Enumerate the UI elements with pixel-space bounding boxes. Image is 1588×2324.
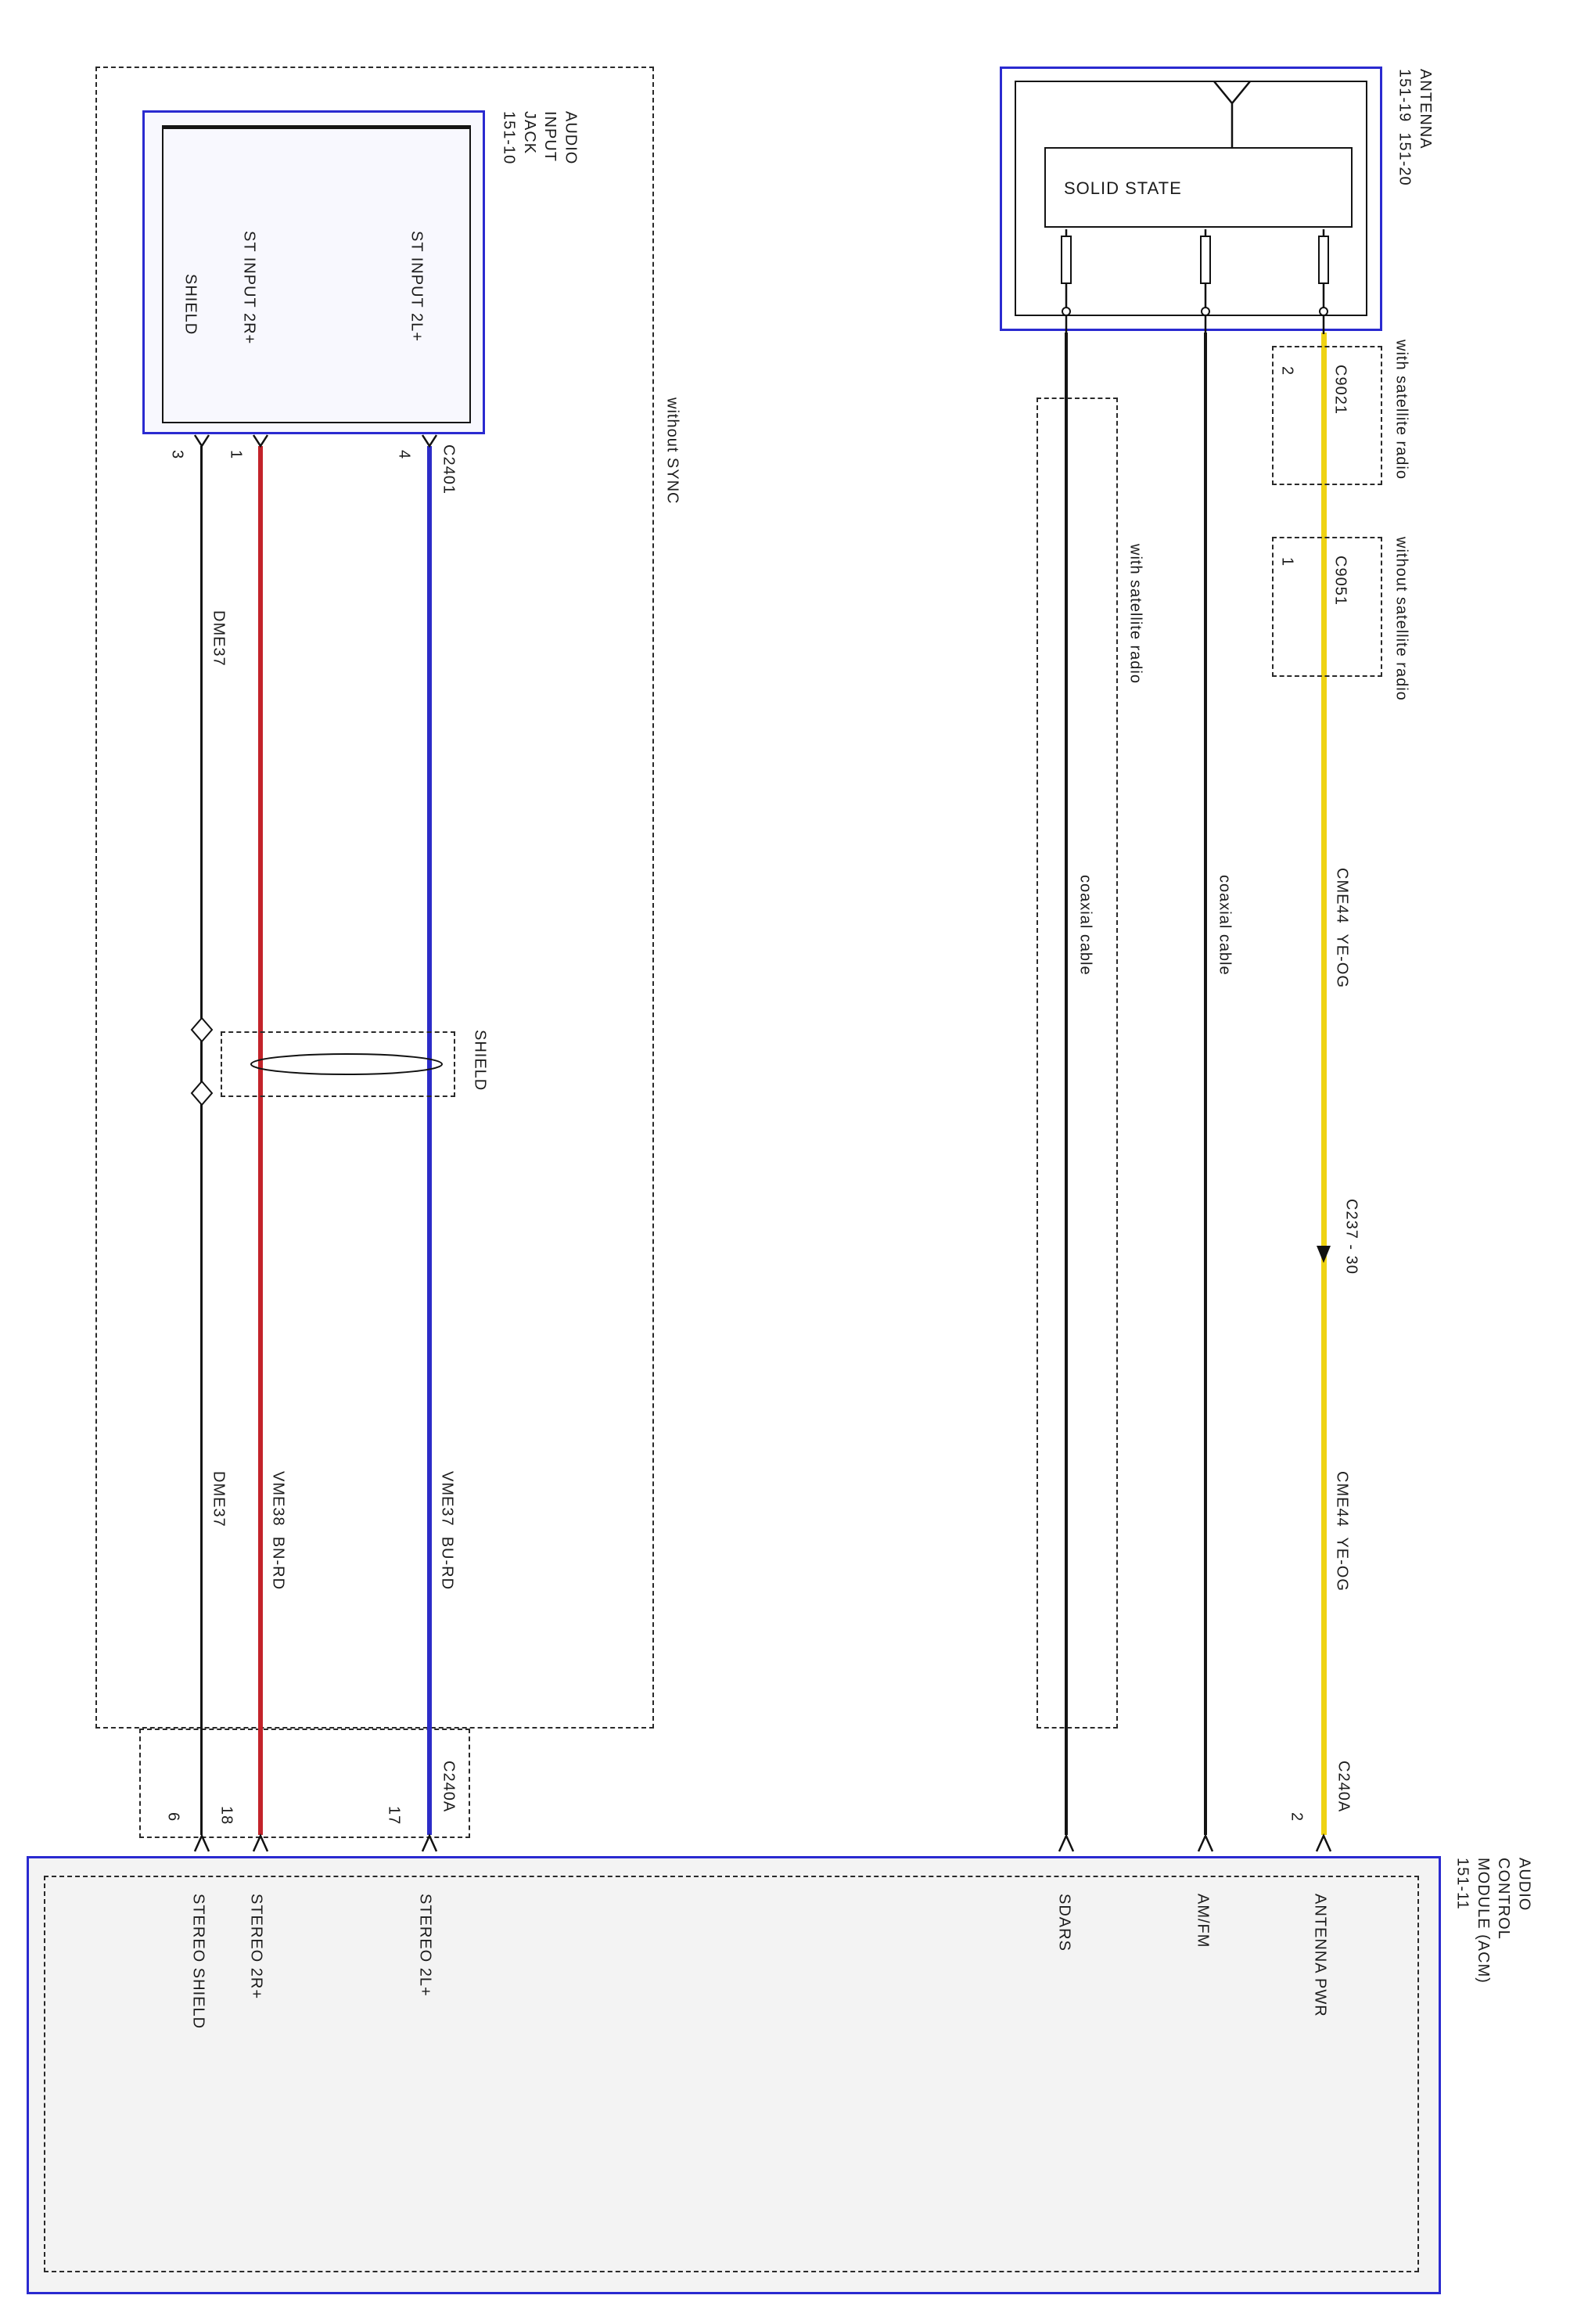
shield-dashed-box [221,1031,455,1097]
circuit-label-dme37-upper: DME37 [210,610,228,667]
wire-amfm-coax [1204,333,1207,1835]
wire-stereo-2r-vme38 [258,446,263,1835]
acm-pin-number-6: 6 [164,1812,182,1822]
jack-pin-label-st-input-2r: ST INPUT 2R+ [240,231,258,345]
without-sync-dashed-extension [139,1729,470,1838]
connector-c9021-label: C9021 [1331,365,1349,415]
without-sync-dashed-box [95,67,654,1729]
jack-pin-number-1: 1 [227,450,245,460]
circuit-label-dme37-lower: DME37 [210,1471,228,1527]
c9051-note-label: without satellite radio [1392,537,1410,701]
acm-inner-dashed-box [44,1876,1419,2272]
with-satellite-radio-label: with satellite radio [1126,544,1144,684]
solid-state-label: SOLID STATE [1064,178,1182,198]
connector-c9051-dashed-box [1272,537,1382,677]
c9051-pin-number: 1 [1278,557,1296,567]
audio-input-jack-inner-box [162,125,471,423]
acm-pin-label-stereo-shield: STEREO SHIELD [189,1894,207,2030]
antenna-inner-box [1015,81,1367,316]
shield-symbol-label: SHIELD [471,1030,489,1092]
jack-pin-number-4: 4 [395,450,413,460]
connector-c240a-left-label: C240A [440,1761,458,1813]
acm-pin-label-stereo-2l: STEREO 2L+ [416,1894,434,1997]
connector-chevron-icon [1315,1833,1332,1852]
acm-title: AUDIO CONTROL MODULE (ACM) 151-11 [1453,1858,1533,1984]
circuit-label-cme44-lower: CME44 YE-OG [1333,1471,1351,1592]
circuit-label-vme37-bu-rd: VME37 BU-RD [438,1471,456,1591]
acm-pin-label-stereo-2r: STEREO 2R+ [247,1894,265,2000]
connector-c9021-dashed-box [1272,346,1382,485]
antenna-title: ANTENNA 151-19 151-20 [1396,69,1434,186]
wire-antenna-pwr-cme44 [1321,333,1327,1835]
connector-c9051-label: C9051 [1331,556,1349,606]
connector-chevron-icon [193,1833,210,1852]
acm-pin-label-antenna-pwr: ANTENNA PWR [1311,1894,1329,2017]
jack-pin-label-st-input-2l: ST INPUT 2L+ [408,231,426,342]
connector-chevron-icon [252,1833,269,1852]
jack-pin-number-3: 3 [168,450,186,460]
coaxial-cable-label-sdars: coaxial cable [1076,875,1094,976]
connector-c237-label: C237 - 30 [1342,1199,1360,1275]
wire-shield-dme37 [200,446,203,1835]
circuit-label-vme38-bn-rd: VME38 BN-RD [269,1471,287,1591]
acm-pin-number-2: 2 [1288,1812,1306,1822]
connector-chevron-icon [421,1833,438,1852]
wire-sdars-coax [1065,333,1068,1835]
acm-box [27,1856,1441,2294]
jack-pin-label-shield: SHIELD [181,274,199,336]
with-satellite-radio-dashed-box [1037,398,1118,1729]
coaxial-cable-label-amfm: coaxial cable [1216,875,1234,976]
without-sync-label: without SYNC [663,398,681,505]
acm-pin-label-amfm: AM/FM [1194,1894,1212,1948]
c9021-pin-number: 2 [1278,366,1296,376]
circuit-label-cme44-upper: CME44 YE-OG [1333,868,1351,988]
acm-pin-number-17: 17 [385,1806,403,1826]
c9021-note-label: with satellite radio [1392,340,1410,480]
connector-chevron-icon [1058,1833,1075,1852]
solid-state-box [1044,147,1353,228]
connector-c240a-right-label: C240A [1335,1761,1353,1813]
connector-chevron-icon [1197,1833,1214,1852]
acm-pin-number-18: 18 [217,1806,235,1826]
audio-input-jack-title: AUDIO INPUT JACK 151-10 [500,111,580,165]
wire-stereo-2l-vme37 [427,446,432,1835]
connector-c2401-label: C2401 [440,444,458,495]
acm-pin-label-sdars: SDARS [1055,1894,1073,1952]
audio-input-jack-box [142,110,485,434]
